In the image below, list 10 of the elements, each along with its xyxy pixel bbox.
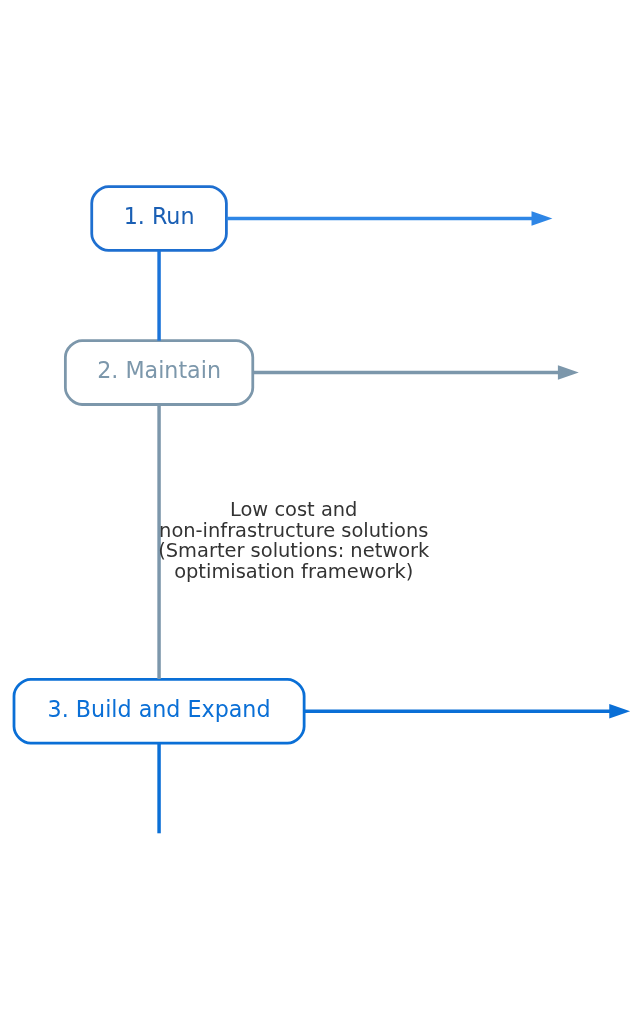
connector <box>157 250 161 341</box>
connector <box>157 404 161 679</box>
label: Low cost and non-infrastructure solutions (Smarter solutions: network optimisation framework) <box>158 497 430 583</box>
arrow <box>304 703 631 719</box>
arrow <box>253 364 579 380</box>
arrow <box>226 210 553 226</box>
node-box: 3. Build and Expand <box>12 677 306 745</box>
node-box: 2. Maintain <box>63 338 255 406</box>
connector <box>157 743 161 833</box>
node-box: 1. Run <box>90 184 228 252</box>
